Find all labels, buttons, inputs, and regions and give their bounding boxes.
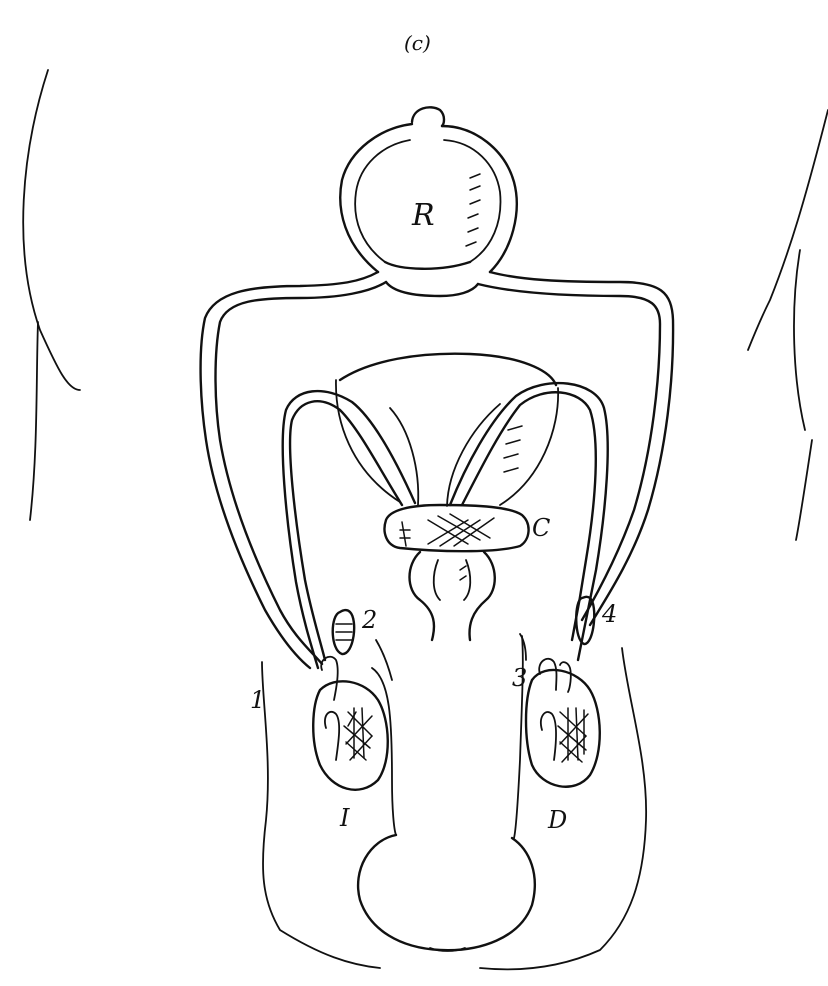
inner-tube-loops xyxy=(283,383,608,668)
label-left-oval: I xyxy=(339,804,350,832)
right-oval-crosshatch xyxy=(558,708,588,762)
lower-body-outline xyxy=(262,634,646,969)
left-small-oval: 2 xyxy=(333,606,378,654)
band-crosshatch xyxy=(400,514,494,546)
top-circle: R xyxy=(340,107,516,272)
body-outline-left xyxy=(23,70,80,520)
panel-label: (c) xyxy=(404,31,431,55)
label-top-circle: R xyxy=(411,198,435,233)
left-oval-crosshatch xyxy=(344,708,372,760)
label-n2: 2 xyxy=(361,606,377,634)
central-stem xyxy=(410,552,495,640)
label-n4: 4 xyxy=(601,600,617,628)
label-right-oval: D xyxy=(547,806,567,834)
right-loop-hatching xyxy=(504,426,522,472)
label-n1: 1 xyxy=(250,686,265,714)
label-band: C xyxy=(532,514,550,542)
right-lower-oval: D xyxy=(526,659,600,834)
central-shaft xyxy=(358,636,535,951)
label-n3: 3 xyxy=(512,664,527,692)
body-outline-right xyxy=(748,110,828,540)
left-lower-oval: I xyxy=(313,657,388,832)
central-dome xyxy=(336,354,558,505)
circle-hatching xyxy=(466,174,480,246)
band: C xyxy=(385,505,551,551)
